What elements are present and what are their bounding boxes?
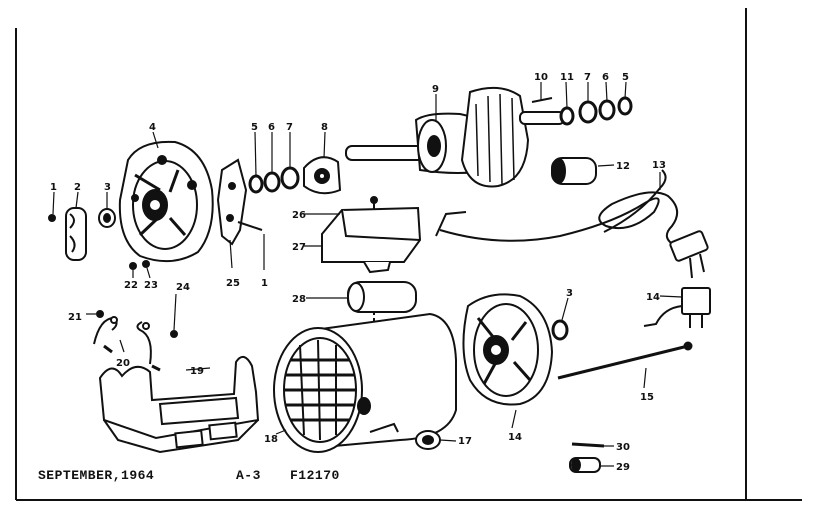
callout-10: 10 (534, 72, 548, 83)
clips-20-21-24 (93, 310, 178, 372)
screws-22-23 (129, 260, 150, 270)
rod-15 (557, 341, 693, 380)
footer-date: SEPTEMBER,1964 (38, 468, 155, 483)
bearing-8 (303, 156, 342, 195)
callout-4: 4 (149, 122, 156, 133)
callout-7b: 7 (584, 72, 591, 83)
callout-3: 3 (104, 182, 111, 193)
power-cord-13 (435, 169, 709, 279)
callout-6b: 6 (602, 72, 609, 83)
capacitor-box-26-27 (321, 196, 422, 274)
callout-22: 22 (124, 280, 138, 291)
footer-page-number: A-3 (236, 468, 261, 483)
callout-5: 5 (251, 122, 258, 133)
callout-15: 15 (640, 392, 654, 403)
motor-frame-18 (273, 312, 457, 453)
rotor-9 (345, 86, 565, 188)
callout-1: 1 (50, 182, 57, 193)
callout-7: 7 (286, 122, 293, 133)
callout-12: 12 (616, 161, 630, 172)
washer-3-right (551, 319, 569, 341)
washers-right (531, 96, 633, 126)
callout-13: 13 (652, 160, 666, 171)
callout-5b: 5 (622, 72, 629, 83)
callout-17: 17 (458, 436, 472, 447)
callout-25: 25 (226, 278, 240, 289)
page-border (15, 8, 802, 501)
base-cradle-19 (98, 355, 260, 454)
parts-1-2-3 (48, 207, 116, 261)
callout-24: 24 (176, 282, 190, 293)
callout-6: 6 (268, 122, 275, 133)
callout-14b: 14 (646, 292, 660, 303)
callout-28: 28 (292, 294, 306, 305)
leader-lines (52, 81, 683, 467)
sleeve-12 (551, 157, 597, 185)
grommet-17 (415, 430, 441, 450)
callout-1b: 1 (261, 278, 268, 289)
connector-14 (643, 287, 711, 328)
callout-18: 18 (264, 434, 278, 445)
callout-19: 19 (190, 366, 204, 377)
callout-20: 20 (116, 358, 130, 369)
plate-25 (216, 158, 263, 246)
callout-9: 9 (432, 84, 439, 95)
callout-2: 2 (74, 182, 81, 193)
callout-29: 29 (616, 462, 630, 473)
callout-26: 26 (292, 210, 306, 221)
callout-30: 30 (616, 442, 630, 453)
callout-3b: 3 (566, 288, 573, 299)
washers-5-6-7 (248, 166, 300, 194)
capacitor-28 (347, 281, 417, 336)
callout-8: 8 (321, 122, 328, 133)
callout-11: 11 (560, 72, 574, 83)
callout-27: 27 (292, 242, 306, 253)
parts-29-30 (569, 442, 605, 473)
footer-part-number: F12170 (290, 468, 340, 483)
callout-numbers: 1 2 3 4 5 6 7 8 9 10 11 7 6 5 12 13 14 1… (50, 72, 666, 473)
callout-23: 23 (144, 280, 158, 291)
callout-21: 21 (68, 312, 82, 323)
callout-14: 14 (508, 432, 522, 443)
end-bell-right-16 (462, 293, 554, 406)
end-bell-left (118, 140, 214, 263)
